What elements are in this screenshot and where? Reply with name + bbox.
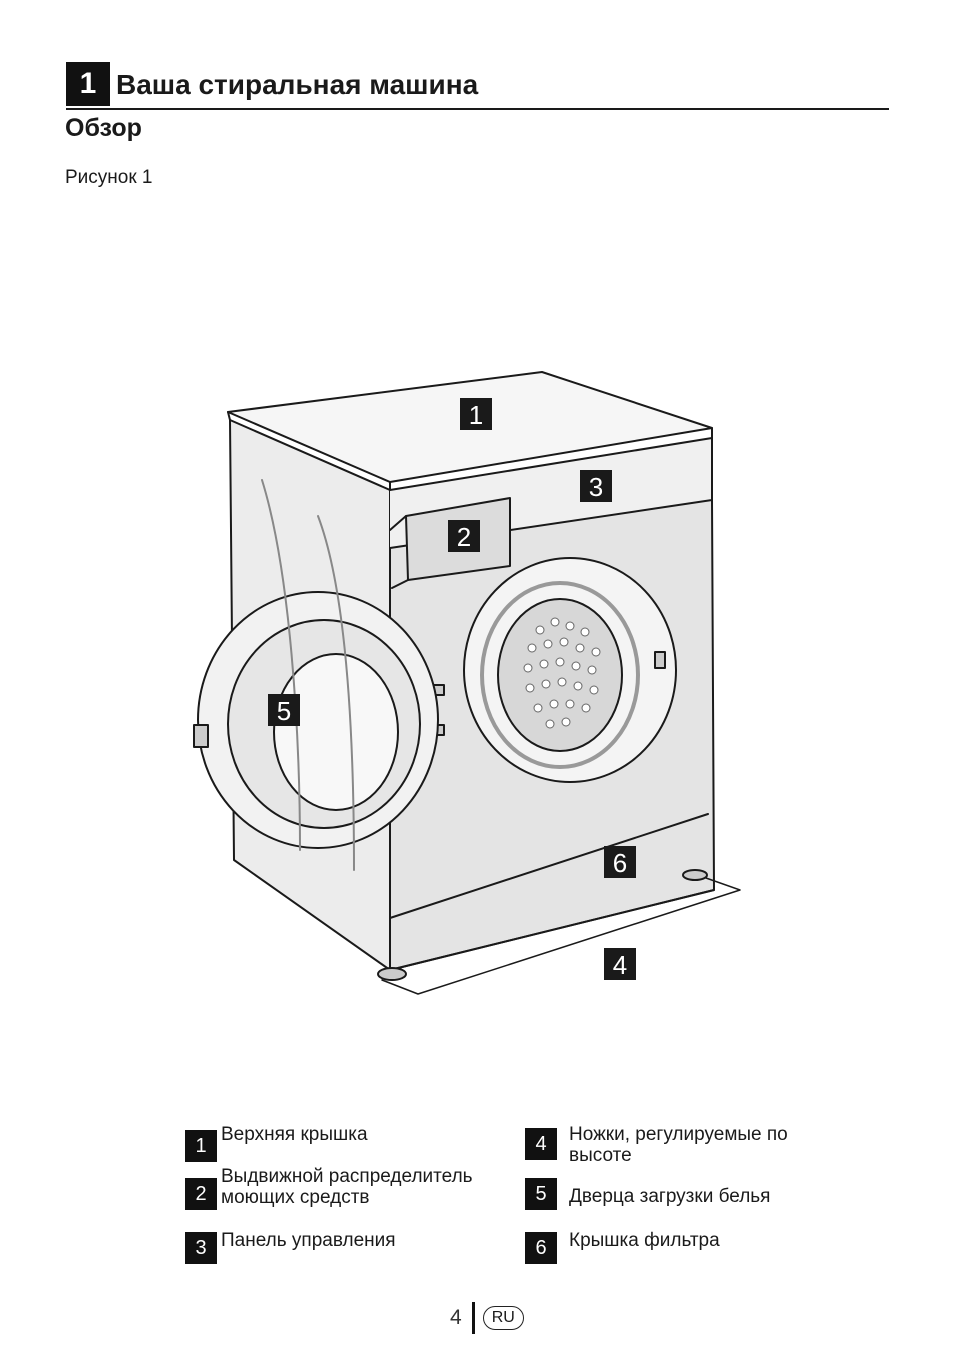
section-title: Ваша стиральная машина [116,69,479,100]
subsection-title: Обзор [65,114,142,142]
callout-2: 2 [448,520,480,552]
legend-item: 4 Ножки, регулируемые по высоте [525,1124,839,1166]
legend-label: Ножки, регулируемые по высоте [569,1124,788,1166]
svg-text:2: 2 [457,522,471,552]
footer-divider [471,1302,475,1334]
section-number-badge: 1 [66,62,110,106]
adjustable-foot [682,869,708,881]
legend-number: 1 [185,1130,217,1162]
drum-perforations [523,617,601,729]
legend-number: 3 [185,1232,217,1264]
filter-cover [389,813,715,971]
adjustable-foot [377,967,407,981]
legend-item: 5 Дверца загрузки белья [525,1178,839,1210]
svg-text:5: 5 [277,696,291,726]
svg-text:1: 1 [469,400,483,430]
callout-3: 3 [580,470,612,502]
washing-machine-illustration: 1 2 3 4 5 6 [193,371,741,995]
callout-4: 4 [604,948,636,980]
legend-label: Крышка фильтра [569,1230,720,1251]
figure-caption: Рисунок 1 [65,167,153,188]
section-header: 1 Ваша стиральная машина [66,62,889,110]
legend-number: 2 [185,1178,217,1210]
callout-1: 1 [460,398,492,430]
legend-label: Дверца загрузки белья [569,1186,771,1207]
parts-legend: 1 Верхняя крышка 2 Выдвижной распределит… [185,1120,865,1270]
legend-item: 6 Крышка фильтра [525,1230,839,1264]
language-badge: RU [482,1306,524,1330]
legend-number: 4 [525,1128,557,1160]
door-handle [193,724,209,748]
svg-text:3: 3 [589,472,603,502]
legend-label: Выдвижной распределитель моющих средств [221,1166,473,1208]
legend-label: Панель управления [221,1230,396,1251]
page-number: 4 [450,1306,462,1329]
svg-text:4: 4 [613,950,627,980]
callout-6: 6 [604,846,636,878]
legend-item: 3 Панель управления [185,1230,521,1264]
page-footer: 4 RU [450,1302,524,1334]
svg-text:6: 6 [613,848,627,878]
callout-5: 5 [268,694,300,726]
legend-item: 1 Верхняя крышка [185,1124,521,1162]
legend-item: 2 Выдвижной распределитель моющих средст… [185,1166,521,1210]
legend-number: 5 [525,1178,557,1210]
legend-number: 6 [525,1232,557,1264]
legend-label: Верхняя крышка [221,1124,368,1145]
